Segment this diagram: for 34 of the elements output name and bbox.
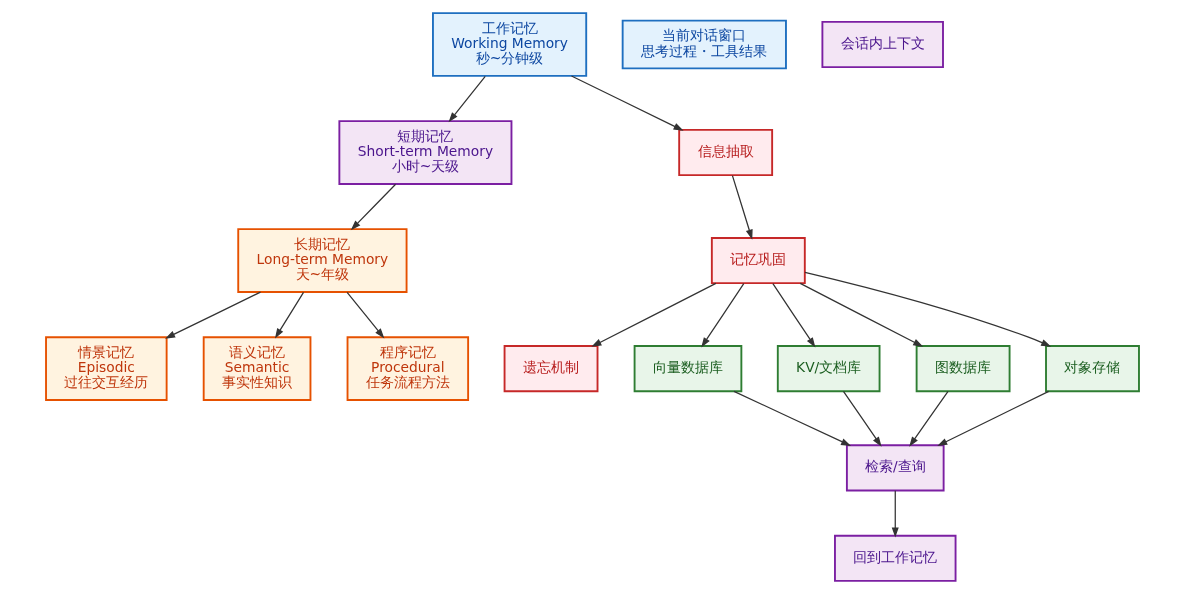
arrow xyxy=(350,183,396,231)
arrow xyxy=(908,390,949,447)
arrow xyxy=(936,390,1049,447)
node-box: 图数据库 xyxy=(915,345,1011,393)
node-box: 对象存储 xyxy=(1044,345,1140,393)
node-box: 短期记忆 Short-term Memory 小时~天级 xyxy=(337,120,512,185)
arrow xyxy=(346,291,384,339)
arrow xyxy=(274,291,304,339)
arrow xyxy=(164,291,261,339)
node-box: 情景记忆 Episodic 过往交互经历 xyxy=(44,336,168,401)
arrow xyxy=(731,175,753,240)
node-box: 信息抽取 xyxy=(677,129,773,177)
node-box: 向量数据库 xyxy=(633,345,742,393)
node-box: 长期记忆 Long-term Memory 天~年级 xyxy=(236,228,407,293)
node-box: 工作记忆 Working Memory 秒~分钟级 xyxy=(431,12,587,77)
node-box: 检索/查询 xyxy=(845,444,945,492)
node-box: 会话内上下文 xyxy=(820,20,944,69)
arrow xyxy=(732,390,851,446)
node-box: 回到工作记忆 xyxy=(833,534,956,582)
node-box: 程序记忆 Procedural 任务流程方法 xyxy=(346,336,469,401)
arrow xyxy=(842,390,882,447)
arrow xyxy=(771,283,815,348)
node-box: 遗忘机制 xyxy=(503,345,598,393)
node-box: 当前对话窗口 思考过程・工具结果 xyxy=(621,19,787,70)
arrow xyxy=(448,75,486,123)
arrow xyxy=(891,490,899,538)
arrow xyxy=(590,282,716,347)
node-box: 记忆巩固 xyxy=(710,237,806,285)
arrow xyxy=(570,75,684,131)
arrow xyxy=(700,283,744,348)
arrow xyxy=(803,271,1051,347)
arrow xyxy=(799,282,923,347)
node-box: 语义记忆 Semantic 事实性知识 xyxy=(202,336,311,401)
node-box: KV/文档库 xyxy=(776,345,880,393)
